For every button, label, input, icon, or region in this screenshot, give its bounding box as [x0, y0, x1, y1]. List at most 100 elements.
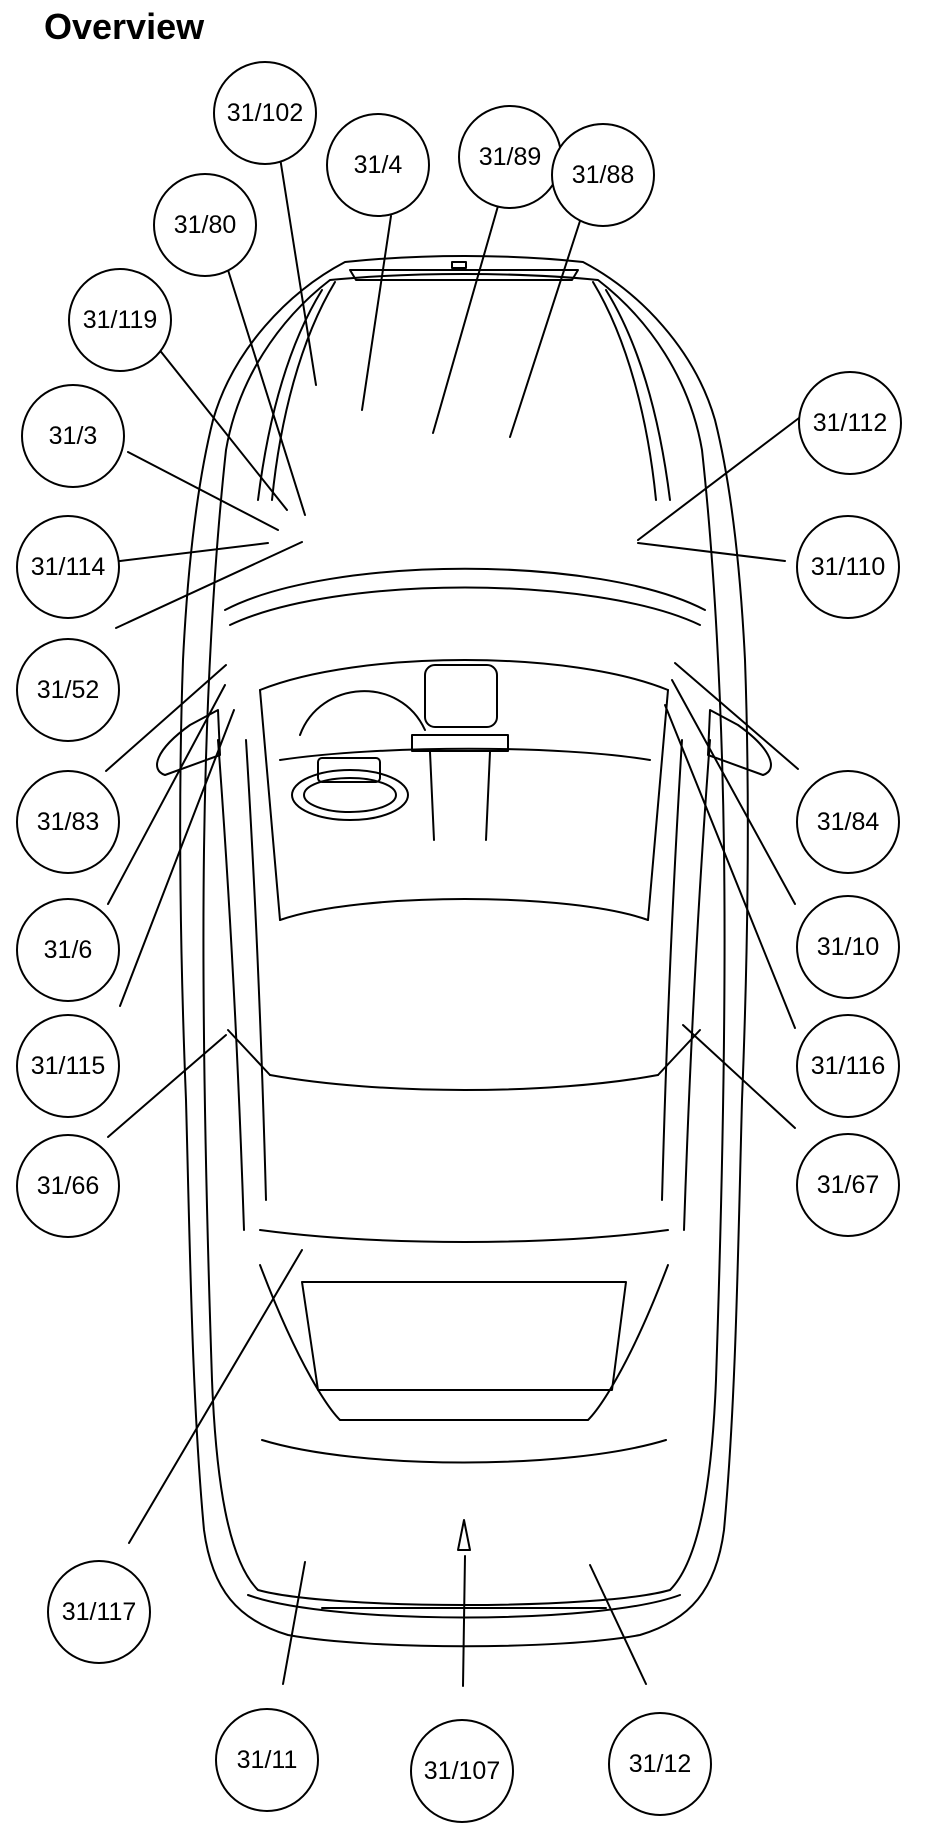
- leader-31-80: [227, 269, 306, 516]
- callout-label: 31/102: [227, 99, 303, 127]
- leader-31-112: [637, 417, 800, 541]
- leader-31-110: [637, 542, 786, 562]
- callout-31-114: 31/114: [16, 515, 120, 619]
- door-left-inner: [245, 739, 267, 1201]
- rear-window: [301, 1281, 627, 1391]
- callout-label: 31/52: [37, 676, 100, 704]
- leader-31-119: [157, 347, 288, 511]
- callout-31-117: 31/117: [47, 1560, 151, 1664]
- callout-31-66: 31/66: [16, 1134, 120, 1238]
- hood-rear-edge: [224, 567, 706, 611]
- car-drawing: [156, 255, 772, 1648]
- callout-31-52: 31/52: [16, 638, 120, 742]
- callout-31-116: 31/116: [796, 1014, 900, 1118]
- callout-label: 31/6: [44, 936, 93, 964]
- leader-31-3: [127, 451, 279, 531]
- callout-31-88: 31/88: [551, 123, 655, 227]
- callout-31-115: 31/115: [16, 1014, 120, 1118]
- callout-label: 31/117: [62, 1598, 137, 1626]
- leader-lines: [105, 144, 800, 1687]
- callout-label: 31/84: [817, 808, 880, 836]
- callout-31-80: 31/80: [153, 173, 257, 277]
- callout-label: 31/114: [31, 553, 106, 581]
- roof-front-edge: [269, 1074, 659, 1091]
- callout-label: 31/119: [83, 306, 158, 334]
- leader-31-11: [282, 1561, 306, 1685]
- leader-31-88: [509, 220, 581, 438]
- callout-31-119: 31/119: [68, 268, 172, 372]
- leader-31-66: [107, 1034, 227, 1138]
- steering-column: [317, 757, 381, 783]
- callout-31-83: 31/83: [16, 770, 120, 874]
- leader-31-10: [671, 679, 796, 905]
- callout-31-10: 31/10: [796, 895, 900, 999]
- front-emblem: [451, 261, 467, 269]
- steering-wheel: [291, 769, 409, 821]
- center-console: [411, 734, 509, 752]
- door-right-inner: [661, 739, 683, 1201]
- door-left-line: [217, 739, 245, 1231]
- callout-31-89: 31/89: [458, 105, 562, 209]
- leader-31-84: [674, 662, 799, 770]
- callout-31-67: 31/67: [796, 1133, 900, 1237]
- windshield-right-frame: [647, 689, 669, 921]
- roof-rear-edge: [259, 1229, 669, 1243]
- leader-31-114: [119, 542, 269, 562]
- leader-31-116: [664, 704, 796, 1029]
- callout-31-110: 31/110: [796, 515, 900, 619]
- callout-label: 31/66: [37, 1172, 100, 1200]
- rear-view-mirror: [424, 664, 498, 728]
- leader-31-107: [462, 1555, 466, 1687]
- windshield-top-frame: [259, 659, 669, 691]
- leader-31-83: [105, 664, 227, 772]
- leader-31-115: [119, 709, 235, 1007]
- dashboard-line: [279, 747, 651, 761]
- rear-emblem: [457, 1519, 471, 1551]
- callout-label: 31/10: [817, 933, 880, 961]
- rear-window-frame: [259, 1264, 669, 1421]
- steering-wheel-inner: [303, 777, 397, 813]
- callouts: 31/102 31/4 31/89 31/88 31/80 31/119 31/…: [16, 61, 902, 1823]
- console-tunnel: [429, 751, 491, 841]
- callout-label: 31/11: [237, 1746, 298, 1774]
- leader-31-4: [361, 215, 392, 411]
- callout-31-3: 31/3: [21, 384, 125, 488]
- callout-31-12: 31/12: [608, 1712, 712, 1816]
- callout-31-4: 31/4: [326, 113, 430, 217]
- callout-31-84: 31/84: [796, 770, 900, 874]
- mirror-right: [707, 709, 772, 776]
- callout-31-107: 31/107: [410, 1719, 514, 1823]
- callout-label: 31/116: [811, 1052, 886, 1080]
- callout-label: 31/115: [31, 1052, 106, 1080]
- front-bumper: [349, 269, 579, 281]
- callout-label: 31/88: [572, 161, 635, 189]
- callout-label: 31/83: [37, 808, 100, 836]
- leader-31-102: [277, 144, 317, 386]
- trunk-lid: [261, 1439, 667, 1464]
- leader-31-89: [432, 205, 499, 434]
- car-body-inner-contour: [202, 273, 726, 1606]
- mirror-left: [156, 709, 221, 776]
- a-pillar-right-inner: [605, 289, 671, 501]
- a-pillar-left: [271, 281, 336, 501]
- callout-label: 31/4: [354, 151, 403, 179]
- page-title: Overview: [44, 6, 205, 47]
- door-right-line: [683, 739, 711, 1231]
- windshield-bottom-frame: [279, 898, 649, 921]
- leader-31-12: [589, 1564, 647, 1685]
- callout-label: 31/112: [813, 409, 888, 437]
- windshield-left-frame: [259, 689, 281, 921]
- callout-label: 31/12: [629, 1750, 692, 1778]
- hood-rear-edge-inner: [229, 586, 701, 626]
- leader-31-6: [107, 684, 226, 905]
- callout-31-102: 31/102: [213, 61, 317, 165]
- callout-label: 31/110: [811, 553, 886, 581]
- leader-31-67: [682, 1024, 796, 1129]
- quarter-window-right: [657, 1029, 701, 1076]
- car-body-outline: [179, 255, 749, 1648]
- leader-31-52: [115, 541, 303, 629]
- callout-label: 31/3: [49, 422, 98, 450]
- instrument-hood: [299, 690, 426, 736]
- callout-label: 31/89: [479, 143, 542, 171]
